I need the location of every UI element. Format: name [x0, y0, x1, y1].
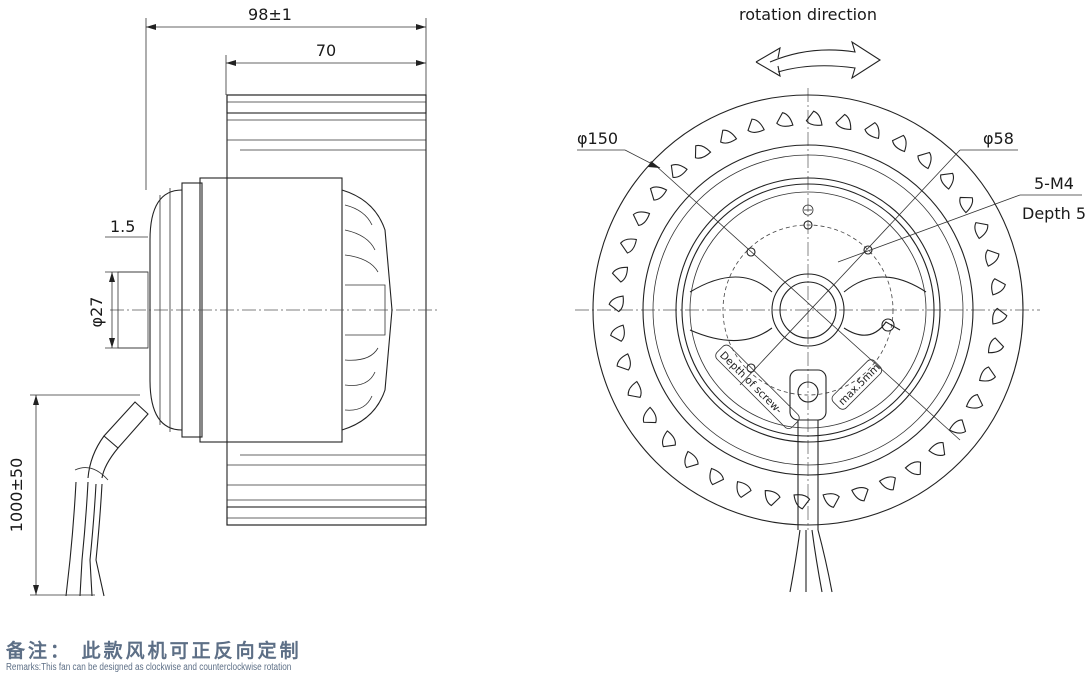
blade-marker [805, 110, 823, 126]
blade-marker [864, 121, 880, 140]
blade-marker [764, 489, 781, 507]
blade-marker [928, 442, 946, 457]
blade-marker [987, 337, 1005, 354]
blade-marker [793, 494, 811, 510]
blade-marker [991, 278, 1006, 296]
blade-marker [992, 307, 1008, 325]
blade-marker [978, 366, 997, 382]
dim-thread-depth: Depth 5 [1022, 204, 1086, 223]
blade-marker [709, 467, 725, 486]
blade-marker [661, 430, 676, 448]
blade-marker [670, 163, 688, 178]
screw-max-note: max.5mm [836, 362, 882, 408]
blade-marker [974, 222, 989, 240]
blade-marker [736, 480, 752, 499]
blade-marker [904, 461, 922, 476]
blade-marker [608, 295, 624, 313]
blade-marker [616, 353, 631, 371]
blade-marker [940, 172, 955, 190]
rotation-arrow-icon [755, 40, 882, 80]
blade-marker [642, 406, 657, 424]
dim-overall-length: 98±1 [248, 5, 292, 24]
cable-side [65, 401, 149, 597]
blade-marker [610, 324, 625, 342]
blade-marker [822, 493, 840, 508]
remark-chinese: 备注： 此款风机可正反向定制 [6, 640, 302, 662]
blade-marker [747, 118, 765, 133]
blade-marker [878, 476, 896, 491]
blade-marker [776, 112, 794, 127]
dim-impeller-length: 70 [316, 41, 336, 60]
blade-marker [985, 249, 1000, 267]
remark-english: Remarks:This fan can be designed as cloc… [6, 662, 292, 673]
blade-marker [917, 151, 932, 170]
blade-marker [694, 144, 712, 159]
blade-marker [851, 487, 869, 502]
dim-hub-diameter: φ58 [983, 129, 1014, 148]
dim-outer-diameter: φ150 [577, 129, 618, 148]
blade-marker [649, 186, 668, 201]
blade-marker [627, 380, 642, 398]
rotation-label: rotation direction [739, 5, 877, 24]
blade-marker [611, 266, 629, 283]
blade-marker [965, 393, 984, 409]
blade-marker [619, 238, 638, 254]
blade-marker [948, 419, 967, 434]
side-view: 98±1 70 [7, 5, 440, 597]
blade-marker [959, 196, 974, 214]
blade-marker [891, 134, 907, 153]
blade-marker [632, 211, 651, 227]
blade-marker [684, 450, 699, 469]
blade-marker [720, 129, 738, 144]
dim-thread: 5-M4 [1034, 174, 1074, 193]
blade-marker [835, 113, 852, 131]
front-view: rotation direction [575, 5, 1086, 593]
dim-shaft: φ27 [87, 297, 106, 328]
dim-flange: 1.5 [110, 217, 135, 236]
impeller-blades [608, 110, 1008, 510]
dim-cable-length: 1000±50 [7, 458, 26, 532]
